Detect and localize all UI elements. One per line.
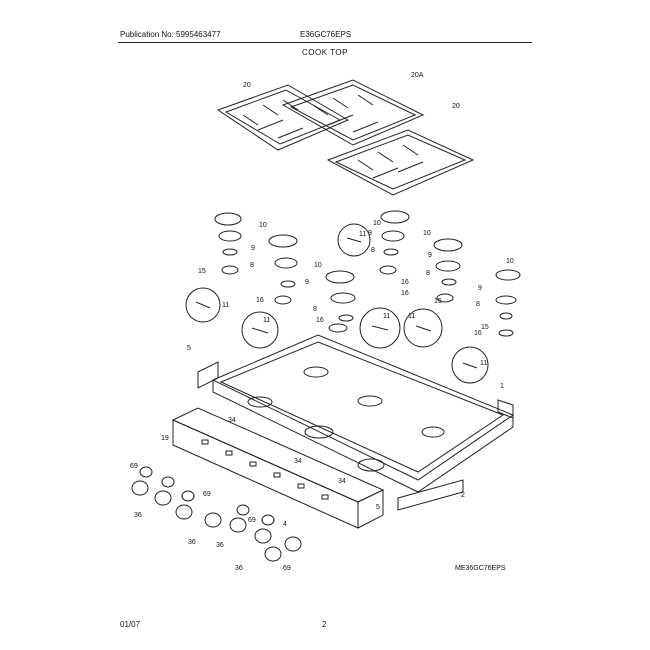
part-labels: 20 20A 20 10 10 10 10 10 9 9 9 9 9 8 8 8… <box>130 72 514 572</box>
diagram-reference-code: ME36GC76EPS <box>455 565 506 572</box>
part-label: 11 <box>383 313 390 320</box>
part-label: 16 <box>401 290 409 297</box>
part-label: 34 <box>338 478 346 485</box>
part-label: 11 <box>222 302 229 309</box>
part-label: 15 <box>481 324 489 331</box>
part-label: 10 <box>373 220 381 227</box>
part-label: 5 <box>187 345 191 352</box>
part-label: 15 <box>198 268 206 275</box>
grate-right <box>326 129 475 196</box>
header-rule <box>118 42 532 43</box>
part-label: 9 <box>305 279 309 286</box>
part-label: 4 <box>283 521 287 528</box>
section-title: COOK TOP <box>302 48 348 57</box>
part-label: 5 <box>376 504 380 511</box>
page-number: 2 <box>322 620 327 629</box>
footer-date: 01/07 <box>120 620 141 629</box>
part-label: 10 <box>423 230 431 237</box>
part-label: 36 <box>188 539 196 546</box>
igniter-detail-group <box>185 223 489 384</box>
part-label: 69 <box>283 565 291 572</box>
part-label: 34 <box>228 417 236 424</box>
part-label: 69 <box>203 491 211 498</box>
part-label: 9 <box>368 230 372 237</box>
model-number: E36GC76EPS <box>300 30 352 39</box>
part-label: 16 <box>316 317 324 324</box>
part-label: 20 <box>452 103 460 110</box>
part-label: 16 <box>474 330 482 337</box>
part-label: 9 <box>251 245 255 252</box>
part-label: 69 <box>130 463 138 470</box>
part-label: 20A <box>411 72 424 79</box>
part-label: 15 <box>434 298 442 305</box>
part-label: 10 <box>506 258 514 265</box>
knob-group <box>131 466 302 562</box>
part-label: 8 <box>313 306 317 313</box>
part-label: 19 <box>161 435 169 442</box>
part-label: 9 <box>478 285 482 292</box>
part-label: 36 <box>235 565 243 572</box>
burner-cap-group <box>214 210 521 337</box>
part-label: 10 <box>314 262 322 269</box>
part-label: 69 <box>248 517 256 524</box>
grate-center <box>281 79 425 146</box>
cooktop-body <box>197 334 515 511</box>
control-panel <box>171 407 385 529</box>
part-label: 10 <box>259 222 267 229</box>
part-label: 9 <box>428 252 432 259</box>
part-label: 8 <box>371 247 375 254</box>
publication-number: Publication No: 5995463477 <box>120 30 221 39</box>
part-label: 16 <box>256 297 264 304</box>
grate-left <box>216 84 350 151</box>
part-label: 16 <box>401 279 409 286</box>
part-label: 11 <box>263 317 270 324</box>
part-label: 11 <box>480 360 487 367</box>
part-label: 1 <box>500 383 504 390</box>
part-label: 8 <box>426 270 430 277</box>
part-label: 36 <box>134 512 142 519</box>
part-label: 11 <box>408 313 415 320</box>
part-label: 20 <box>243 82 251 89</box>
part-label: 34 <box>294 458 302 465</box>
part-label: 8 <box>250 262 254 269</box>
part-label: 11 <box>359 231 366 238</box>
part-label: 36 <box>216 542 224 549</box>
part-label: 8 <box>476 301 480 308</box>
cooktop-exploded-diagram: 20 20A 20 10 10 10 10 10 9 9 9 9 9 8 8 8… <box>130 72 521 572</box>
part-label: 2 <box>461 492 465 499</box>
